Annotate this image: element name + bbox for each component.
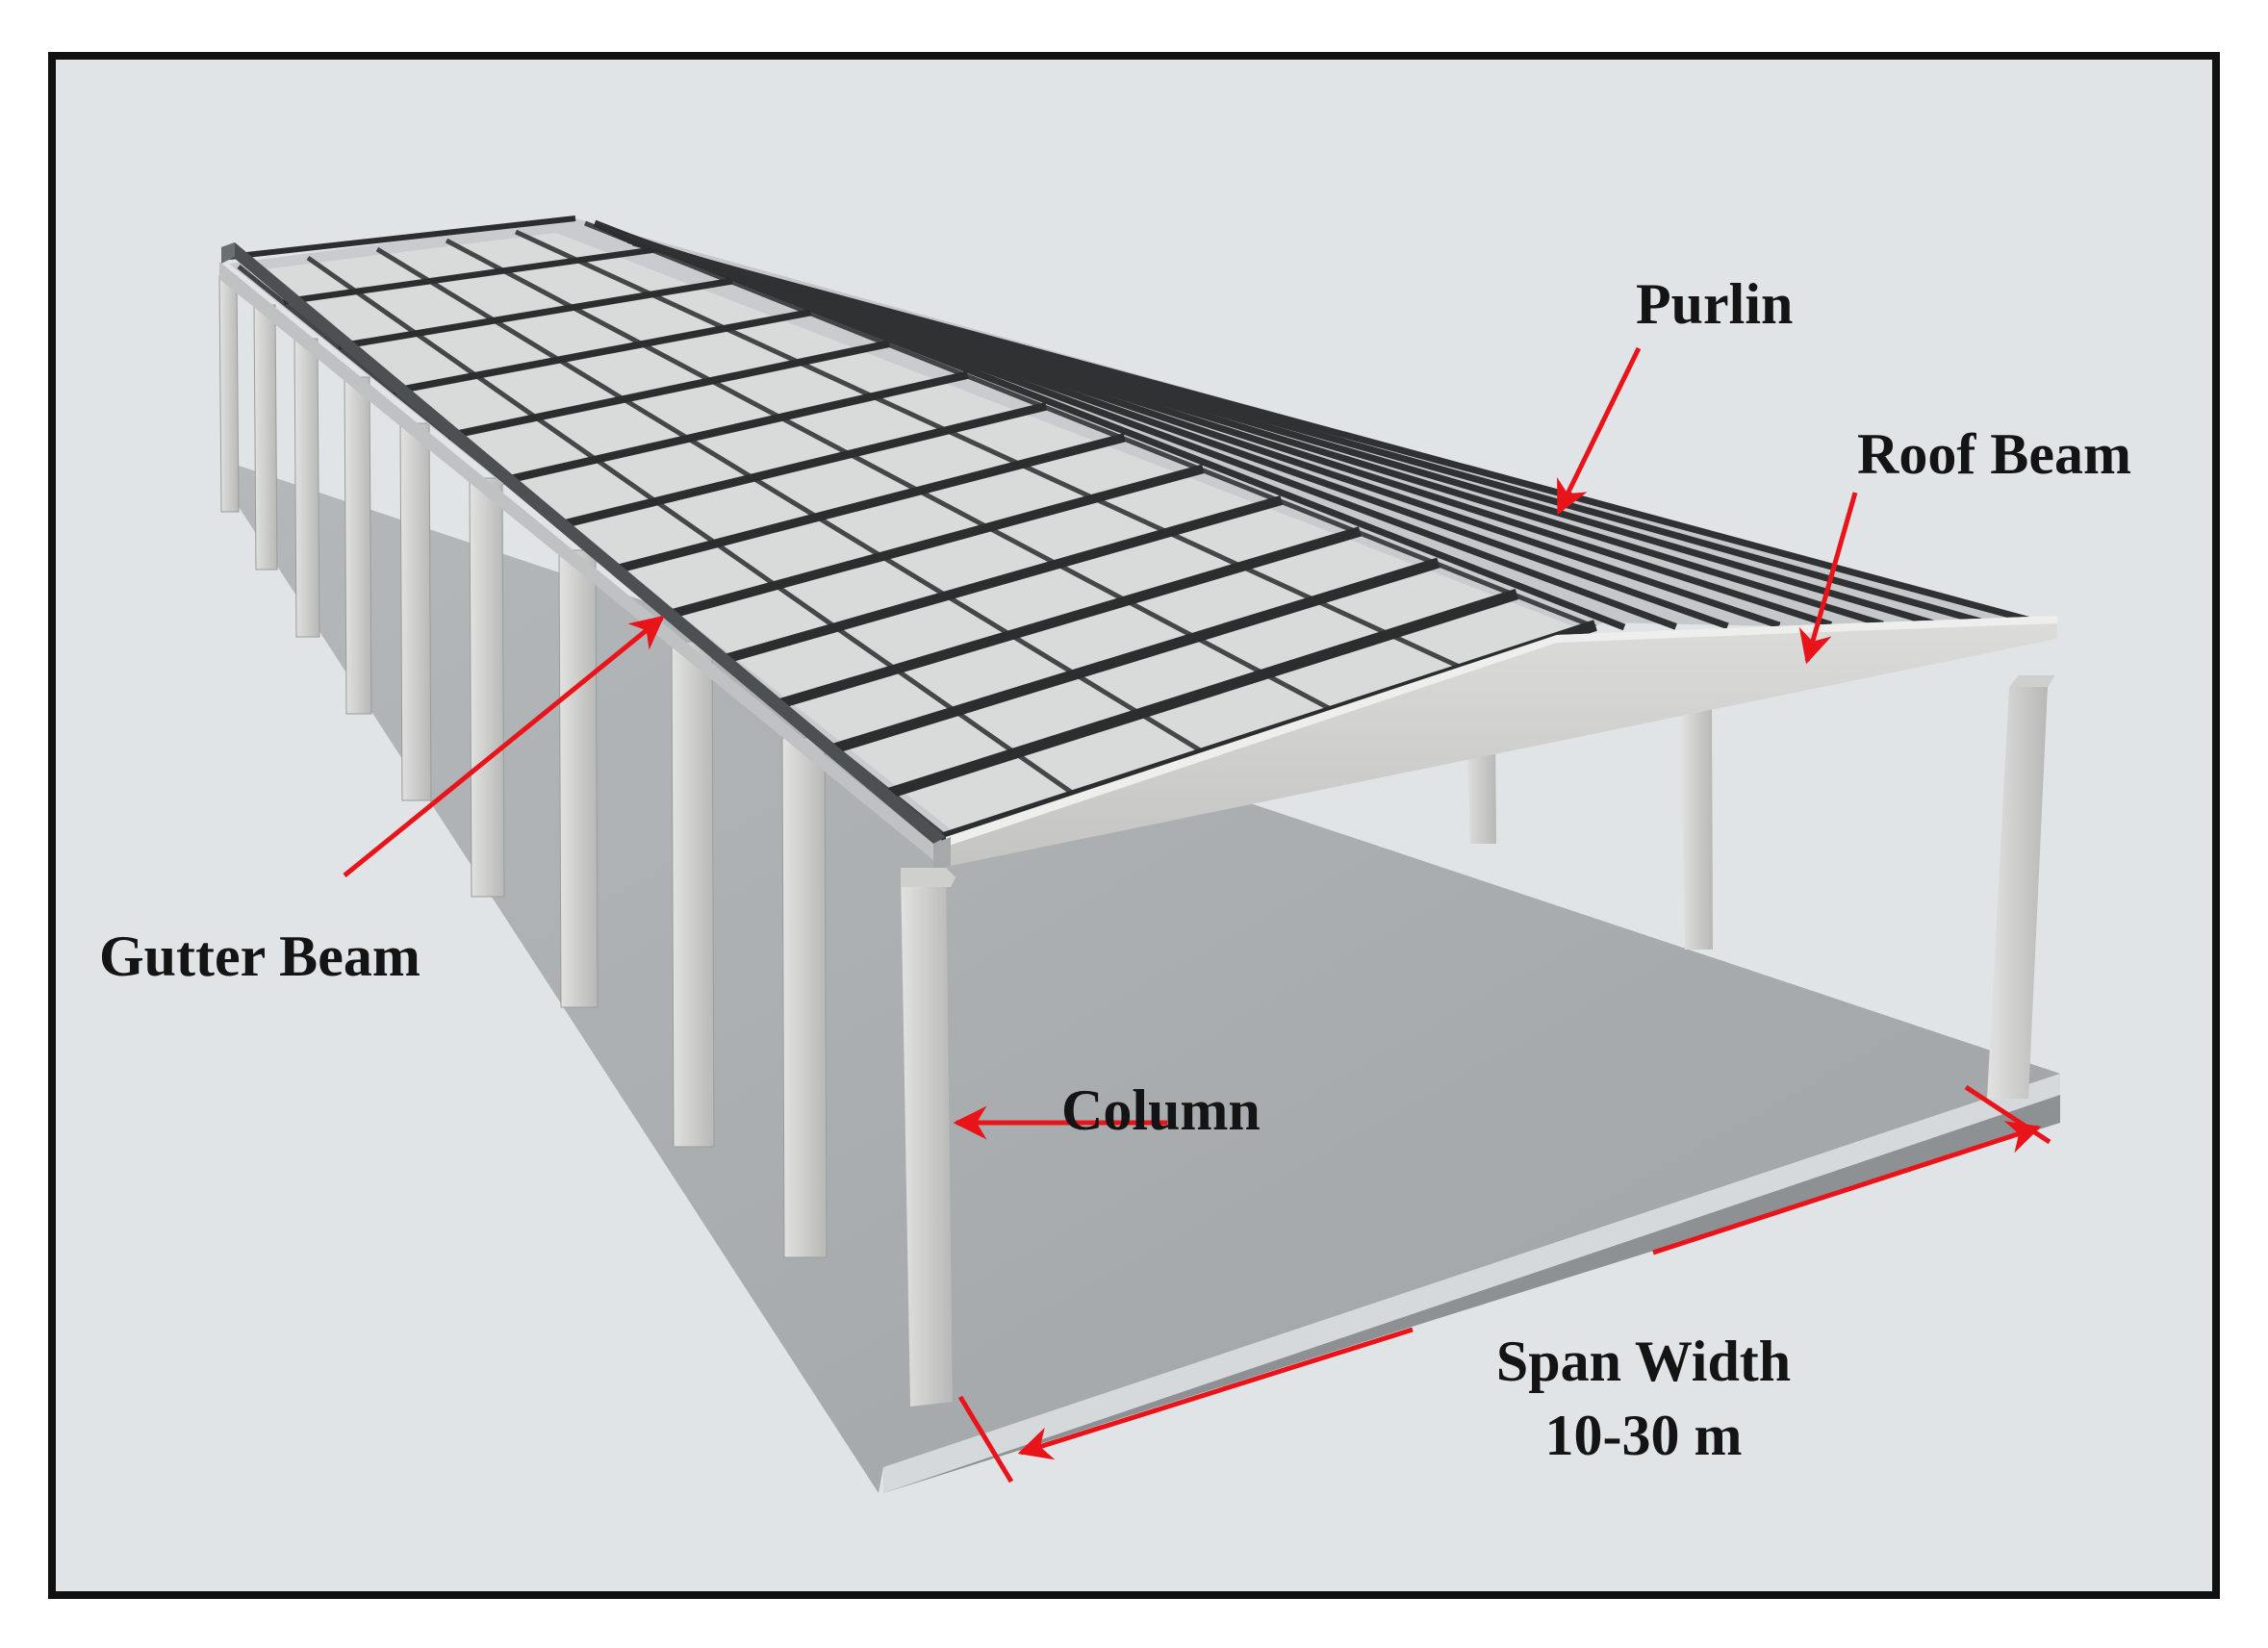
rafter-3 [375,246,1210,758]
rafter-4 [445,238,1339,716]
span-width-title: Span Width [1495,1330,1792,1393]
column-5 [399,422,432,801]
purlin-9 [666,464,1205,620]
purlin-8 [611,433,1126,575]
purlin-4 [393,308,812,395]
purlin-12 [829,557,1440,755]
purlin-7 [556,401,1048,530]
purlin-label: Purlin [1636,272,1794,336]
rafter-6 [584,220,1596,630]
column-2 [253,304,278,570]
left-columns [218,275,828,1258]
column-3 [293,338,320,638]
column-1 [218,275,240,513]
purlin-arrow [1556,346,1642,516]
purlins [228,216,2039,845]
gutter-beam [219,242,946,860]
span-tick-left [957,1395,1014,1483]
front-columns [901,675,2055,1407]
span-width-value: 10-30 m [1544,1403,1743,1467]
column-9 [781,737,828,1258]
column-6 [469,477,505,898]
column-7 [558,549,599,1008]
diagram-frame: Purlin Roof Beam Gutter Beam Column Span… [48,52,2220,1599]
pointer-arrows [343,346,2051,1483]
purlin-3 [338,277,733,350]
purlin-1 [228,216,576,260]
column-4 [344,376,372,715]
roof-beam-arrow [1798,492,1858,665]
rafter-5 [514,229,1468,672]
column-8 [671,641,715,1148]
roof-beam [933,616,2057,870]
purlin-10 [720,494,1284,665]
rafter-2 [306,255,1082,800]
purlin-13 [884,588,1519,799]
purlin-5 [446,340,890,440]
purlin-2 [283,246,654,305]
purlin-11 [775,526,1362,710]
column-label: Column [1061,1078,1261,1142]
span-arrow-right [1652,1121,2042,1255]
purlin-6 [501,370,969,485]
span-arrow-left [1017,1327,1414,1460]
span-width-label: Span Width 10-30 m [1470,1325,1817,1473]
structure-illustration [218,216,2060,1493]
gutter-beam-arrow [343,615,665,877]
roof-beam-label: Roof Beam [1857,422,2131,486]
far-purlin-9 [632,239,2039,626]
gutter-beam-label: Gutter Beam [99,925,420,988]
